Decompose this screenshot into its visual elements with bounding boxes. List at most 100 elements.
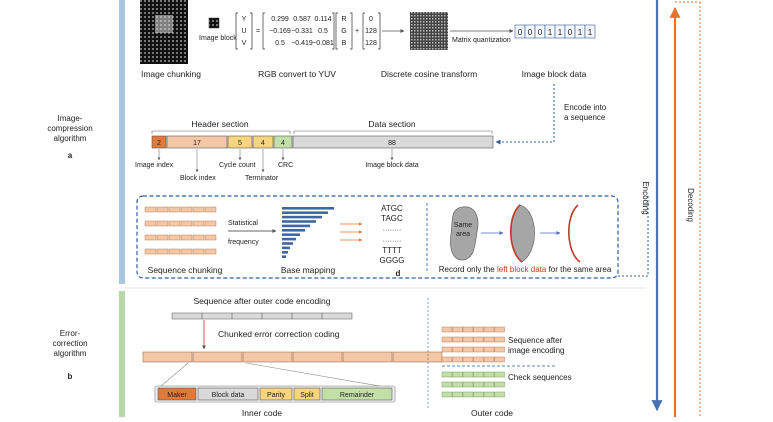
label-data-section: Data section xyxy=(368,119,416,129)
frequency-bar xyxy=(282,220,316,223)
outer-seq-segment xyxy=(483,346,495,353)
label-chunked: Chunked error correction coding xyxy=(218,329,340,339)
side-bar-compression xyxy=(119,0,125,284)
label-block-index: Block index xyxy=(180,175,216,182)
inner-split-text: Split xyxy=(300,392,314,399)
frequency-bar xyxy=(282,207,334,210)
outer-seq-segment xyxy=(483,356,495,363)
bit-cell xyxy=(584,24,596,39)
chunk-segment xyxy=(156,248,169,255)
chunk-segment xyxy=(168,234,181,241)
dashed-link-encoding xyxy=(618,196,649,277)
outer-seq-segment xyxy=(473,326,484,333)
label-terminator: Terminator xyxy=(245,175,279,182)
cell-terminator xyxy=(252,135,274,149)
check-seq-segment xyxy=(462,371,474,378)
label-dct: Discrete cosine transform xyxy=(381,69,477,79)
inner-block-data xyxy=(197,387,259,401)
sequence-bar: 2 17 5 4 4 88 xyxy=(151,135,494,149)
dashed-arrow-to-sequence xyxy=(495,96,555,145)
label-d: d xyxy=(396,269,401,278)
label-encode-line1: Encode into xyxy=(564,103,607,112)
label-cycle-count: Cycle count xyxy=(219,162,256,169)
equals-sign: = xyxy=(256,28,260,35)
m31: 0.5 xyxy=(275,40,285,47)
left-block-edge xyxy=(568,204,581,263)
side-label-b-line2: correction xyxy=(52,339,87,348)
chunk-segment xyxy=(192,220,205,227)
outer-seq-segment xyxy=(462,336,474,343)
label-area: area xyxy=(456,231,470,238)
m33: −0.081 xyxy=(312,40,334,47)
check-seq-segment xyxy=(441,371,453,378)
frequency-bar xyxy=(282,251,288,254)
image-chunking-graphic xyxy=(140,0,188,64)
bit-value: 0 xyxy=(518,28,523,37)
cell-image-block-data xyxy=(292,135,494,149)
check-seq-segment xyxy=(473,371,484,378)
frequency-bars xyxy=(282,207,334,258)
outer-seq-segment xyxy=(441,346,453,353)
outer-seq-segment xyxy=(452,326,463,333)
m21: −0.169 xyxy=(269,28,291,35)
code-top-0: ATGC xyxy=(381,204,403,213)
label-image-index: Image index xyxy=(135,162,174,169)
label-encode-line2: a sequence xyxy=(564,113,606,122)
label-seq-image-block-data: Image block data xyxy=(365,162,418,169)
label-sequence-chunking: Sequence chunking xyxy=(148,265,223,275)
offset-2: 128 xyxy=(365,40,377,47)
outer-seq-segment xyxy=(462,326,474,333)
check-seq-segment xyxy=(441,391,453,398)
rgb-g: G xyxy=(341,28,346,35)
plus-sign: + xyxy=(355,28,359,35)
label-rgb-to-yuv: RGB convert to YUV xyxy=(258,69,336,79)
image-block-thumbnail xyxy=(208,17,220,29)
code-bottom-0: TTTT xyxy=(382,246,402,255)
cell-image-index xyxy=(151,135,167,149)
inner-remainder xyxy=(321,387,393,401)
chunk-cell xyxy=(142,351,193,363)
side-label-b-letter: b xyxy=(68,372,73,381)
inner-block-data-text: Block data xyxy=(212,392,245,399)
m32: −0.419 xyxy=(291,40,313,47)
outer-seq-segment xyxy=(473,336,484,343)
chunk-segment xyxy=(180,248,193,255)
data-bracket xyxy=(293,130,493,134)
outer-seq-segment xyxy=(483,336,495,343)
label-statistical: Statistical xyxy=(228,220,258,227)
inner-parity-text: Parity xyxy=(267,392,285,399)
chunk-segment xyxy=(192,234,205,241)
m11: 0.299 xyxy=(271,16,289,23)
mapping-dashed-box xyxy=(136,195,619,279)
chunk-segment xyxy=(204,234,217,241)
frequency-bar xyxy=(282,246,290,250)
rgb-b: B xyxy=(342,40,347,47)
side-label-a-line2: compression xyxy=(47,124,92,133)
cell-text-4: 4 xyxy=(281,140,285,147)
outer-seq-segment xyxy=(494,346,505,353)
label-image-block: Image block xyxy=(199,35,237,42)
outer-seq-segment xyxy=(462,346,474,353)
inner-parity xyxy=(259,387,293,401)
yuv-u: U xyxy=(241,28,246,35)
chunked-sequence xyxy=(142,351,443,363)
outer-seq-segment xyxy=(441,326,453,333)
chunk-cell xyxy=(342,351,393,363)
inner-remainder-text: Remainder xyxy=(340,392,375,399)
outer-seq-segment xyxy=(462,356,474,363)
side-label-b-line1: Error- xyxy=(60,329,81,338)
sequence-chunking-graphic xyxy=(144,206,217,255)
code-dots-1: ········ xyxy=(383,227,402,234)
chunk-segment xyxy=(156,206,169,213)
outer-seq-segment xyxy=(483,326,495,333)
chunk-segment xyxy=(144,206,157,213)
rgb-r: R xyxy=(341,16,346,23)
offset-0: 0 xyxy=(369,16,373,23)
check-seq-segment xyxy=(441,381,453,388)
chunk-segment xyxy=(156,234,169,241)
frequency-bar xyxy=(282,233,300,236)
zoom-lines xyxy=(159,362,386,388)
cell-text-1: 17 xyxy=(193,140,201,147)
check-seq-segment xyxy=(473,391,484,398)
